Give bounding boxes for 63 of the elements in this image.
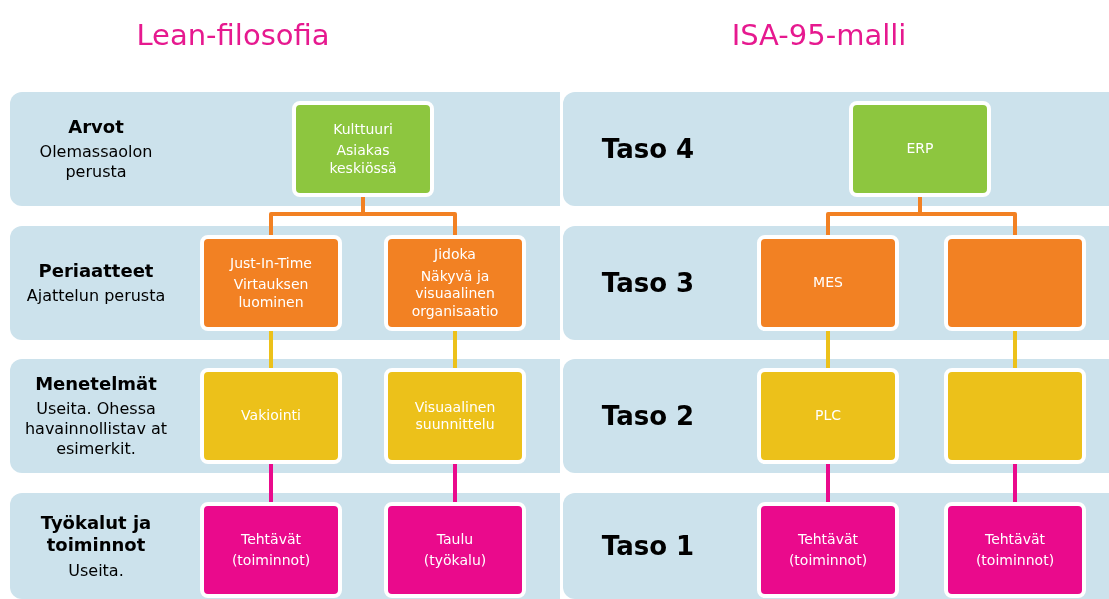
box-text: MES (813, 274, 843, 292)
column-title: ISA-95-malli (730, 17, 908, 54)
level-description: Useita. (68, 560, 124, 581)
concept-box (384, 502, 526, 598)
level-heading: Taso 2 (601, 399, 695, 433)
level-heading: Taso 1 (601, 529, 695, 563)
box-text: Jidoka (434, 246, 476, 264)
level-heading: Periaatteet (38, 259, 154, 283)
level-band (10, 493, 560, 599)
connector-line (1013, 464, 1017, 502)
concept-box (384, 235, 526, 331)
box-text: (toiminnot) (231, 552, 311, 570)
box-text: Asiakas keskiössä (328, 142, 398, 178)
concept-box (200, 368, 342, 464)
concept-box (292, 101, 434, 197)
box-text: Tehtävät (797, 530, 859, 548)
box-text: Virtauksen luominen (232, 276, 310, 312)
box-text: Taulu (436, 530, 474, 548)
level-band (563, 493, 1109, 599)
box-text: Kulttuuri (333, 120, 393, 139)
concept-box (757, 368, 899, 464)
connector-line (453, 331, 457, 368)
box-text: Näkyvä ja visuaalinen organisaatio (410, 267, 500, 320)
concept-box (849, 101, 991, 197)
concept-box (944, 368, 1086, 464)
concept-box (944, 235, 1086, 331)
box-text: Tehtävät (984, 530, 1046, 548)
connector-line (826, 464, 830, 502)
level-heading: Menetelmät (35, 372, 157, 396)
connector-line (453, 464, 457, 502)
concept-box (200, 235, 342, 331)
level-band (563, 359, 1109, 473)
column-title: Lean-filosofia (135, 17, 331, 54)
concept-box (384, 368, 526, 464)
level-band (563, 226, 1109, 340)
box-text: Tehtävät (240, 530, 302, 548)
box-text: (toiminnot) (788, 552, 868, 570)
box-text: Vakiointi (241, 407, 301, 425)
box-text: Visuaalinen suunnittelu (413, 398, 497, 434)
level-heading: Taso 3 (601, 266, 695, 300)
level-heading: Taso 4 (601, 132, 695, 166)
level-heading: Arvot (68, 115, 124, 139)
concept-box (200, 502, 342, 598)
box-text: ERP (906, 140, 934, 158)
concept-box (757, 235, 899, 331)
level-description: Useita. Ohessa havainnollistav at esimerkit. (23, 399, 169, 460)
concept-box (757, 502, 899, 598)
level-band (563, 92, 1109, 206)
connector-line (1013, 331, 1017, 368)
box-text: (työkalu) (423, 552, 487, 570)
level-description: Olemassaolon perusta (38, 142, 154, 183)
box-text: (toiminnot) (975, 552, 1055, 570)
level-band (10, 359, 560, 473)
connector-line (269, 464, 273, 502)
box-text: PLC (815, 407, 841, 425)
connector-line (826, 331, 830, 368)
connector-line (269, 331, 273, 368)
level-band (10, 92, 560, 206)
concept-box (944, 502, 1086, 598)
level-description: Ajattelun perusta (26, 286, 166, 307)
box-text: Just-In-Time (230, 254, 312, 273)
level-band (10, 226, 560, 340)
level-heading: Työkalut ja toiminnot (39, 511, 153, 557)
